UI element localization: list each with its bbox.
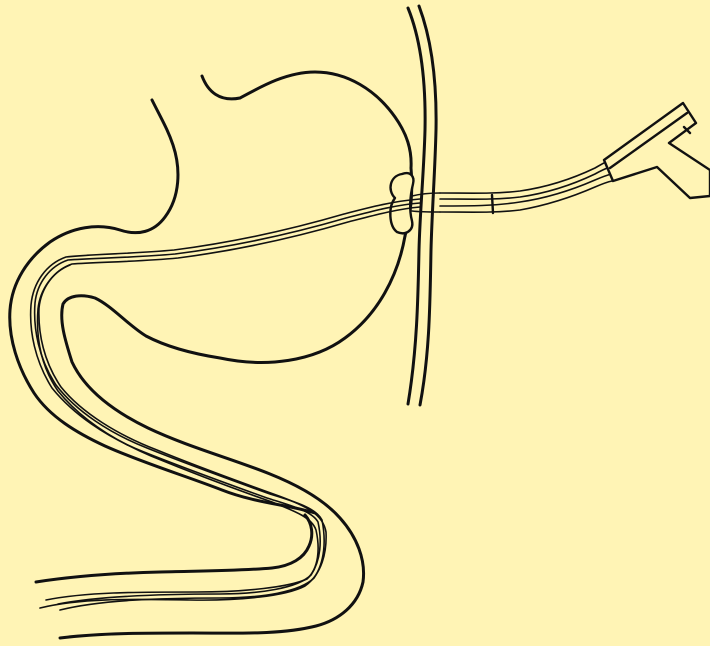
feeding-tube-line-1: [35, 203, 420, 610]
y-port-connector: [604, 103, 710, 198]
feeding-tube-line-2: [31, 199, 420, 604]
feeding-tube-line-3: [39, 207, 420, 608]
stomach-fundus-contour: [202, 72, 412, 236]
external-bolster-mark: [492, 195, 493, 213]
stomach-upper-contour: [10, 100, 315, 513]
tube-through-wall-bottom: [412, 211, 440, 212]
external-tube-mid-1: [440, 166, 612, 199]
external-tube-top: [440, 159, 612, 193]
duodenum-outer-upper: [36, 515, 312, 582]
tube-through-wall-top: [412, 193, 440, 196]
